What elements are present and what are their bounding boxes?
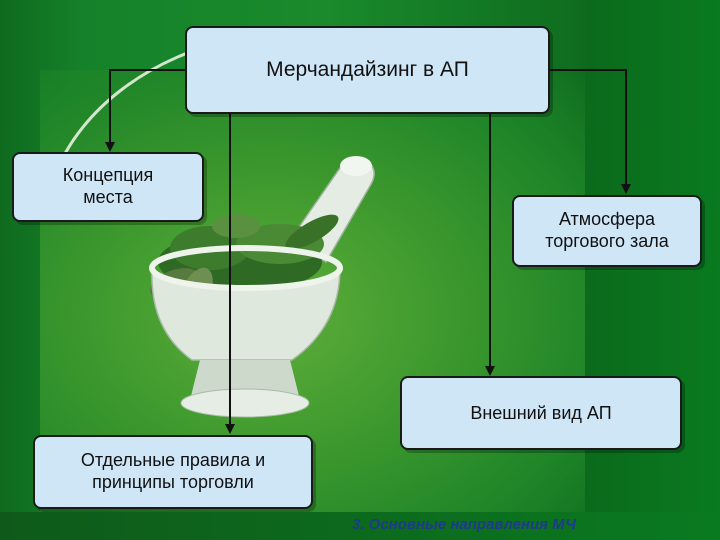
node-rules: Отдельные правила и принципы торговли xyxy=(33,435,313,509)
node-atmosphere-label: Атмосфера торгового зала xyxy=(545,209,669,251)
bottom-band xyxy=(0,512,720,540)
node-root: Мерчандайзинг в АП xyxy=(185,26,550,114)
edge-root-concept xyxy=(105,69,186,152)
node-appearance-label: Внешний вид АП xyxy=(470,402,612,423)
node-appearance: Внешний вид АП xyxy=(400,376,682,450)
right-band xyxy=(585,0,720,540)
edge-root-atmosphere xyxy=(550,69,631,194)
mortar-bowl xyxy=(149,245,343,418)
node-concept-label: Концепция места xyxy=(62,165,154,207)
node-atmosphere: Атмосфера торгового зала xyxy=(512,195,702,267)
node-root-label: Мерчандайзинг в АП xyxy=(266,58,469,81)
footer-caption: 3. Основные направления МЧ xyxy=(352,516,576,533)
node-rules-label: Отдельные правила и принципы торговли xyxy=(80,450,266,492)
node-concept: Концепция места xyxy=(12,152,204,222)
